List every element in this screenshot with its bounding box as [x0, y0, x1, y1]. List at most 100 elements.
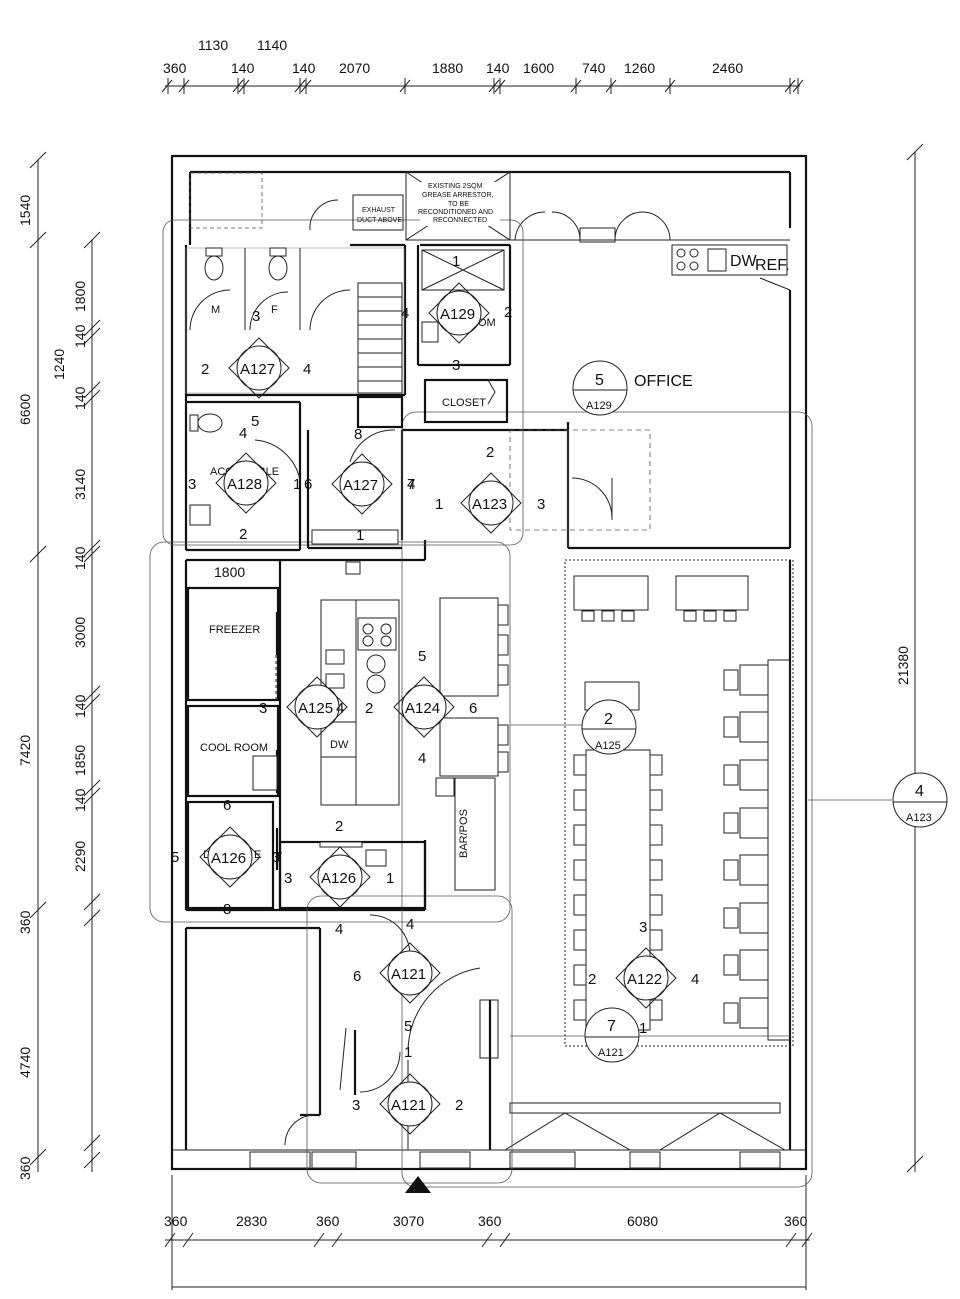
kitchenette: [671, 244, 791, 291]
section-number: 5: [595, 372, 604, 389]
elevation-marker: A126: [309, 846, 371, 908]
elevation-marker: A127: [331, 453, 393, 515]
elevation-ref: A121: [391, 966, 426, 983]
view-number: 3: [639, 919, 647, 936]
dim-left-360b: 360: [17, 1156, 33, 1180]
view-number: 3: [252, 308, 260, 325]
dim-top-2070: 2070: [339, 60, 370, 76]
dim-left-4740: 4740: [17, 1047, 33, 1078]
grease-label-5: RECONNECTED: [433, 217, 487, 224]
elevation-markers: A127 A128 A127 A129 A123 A125 A124 A126: [199, 282, 677, 1135]
view-number: 5: [251, 413, 259, 430]
dim-left-360a: 360: [17, 910, 33, 934]
dim-left-1800: 1800: [72, 281, 88, 312]
dim-left-140d: 140: [72, 694, 88, 718]
dim-left-1240: 1240: [51, 349, 67, 380]
dim-left-140b: 140: [72, 386, 88, 410]
dim-left-140a: 140: [72, 324, 88, 348]
section-ref: A129: [586, 400, 612, 412]
view-number: 1: [639, 1020, 647, 1037]
elevation-ref: A122: [627, 971, 662, 988]
view-number: 8: [354, 426, 362, 443]
section-ref: A123: [906, 812, 932, 824]
section-number: 7: [607, 1018, 616, 1035]
view-number: 5: [418, 648, 426, 665]
dim-bottom-360c: 360: [478, 1213, 502, 1229]
dim-1800-label: 1800: [214, 564, 245, 580]
section-ref: A121: [598, 1047, 624, 1059]
dry-store-label-a: D: [203, 849, 211, 861]
dim-right-21380: 21380: [895, 646, 911, 685]
back-doors: [309, 199, 790, 243]
section-marker: 4 A123: [892, 772, 948, 828]
elevation-marker: A122: [615, 947, 677, 1009]
view-number: 1: [435, 496, 443, 513]
view-number: 2: [486, 444, 494, 461]
view-number: 6: [353, 968, 361, 985]
freezer-label: FREEZER: [209, 624, 260, 636]
elevation-ref: A126: [321, 870, 356, 887]
view-number: 3: [188, 476, 196, 493]
dim-left-3140: 3140: [72, 469, 88, 500]
view-number: 4: [407, 476, 415, 493]
elevation-ref: A125: [298, 700, 333, 717]
dim-top-1600: 1600: [523, 60, 554, 76]
elevation-marker: A127: [228, 337, 290, 399]
section-markers: 5 A129 2 A125 7 A121 4 A123: [572, 360, 948, 1063]
view-number: 5: [171, 849, 179, 866]
wc-female-label: F: [271, 304, 278, 316]
view-number: 4: [335, 921, 343, 938]
view-number: 4: [406, 916, 414, 933]
elevation-marker: A129: [428, 282, 490, 344]
view-number: 4: [336, 700, 344, 717]
view-number: 7: [407, 476, 415, 493]
view-number: 2: [455, 1097, 463, 1114]
dim-bottom-6080: 6080: [627, 1213, 658, 1229]
view-numbers: 1 2 3 4 4 2 4 3 2 5 4 3 1 6 8 1 7 2 1 3 …: [171, 253, 699, 1114]
view-number: 3: [272, 849, 280, 866]
elevation-ref: A129: [440, 306, 475, 323]
elevation-ref: A126: [211, 850, 246, 867]
wc-male-label: M: [211, 304, 220, 316]
elevation-ref: A127: [240, 361, 275, 378]
elevation-ref: A127: [343, 477, 378, 494]
dim-bottom-360a: 360: [164, 1213, 188, 1229]
view-number: 2: [201, 361, 209, 378]
view-number: 4: [691, 971, 699, 988]
dim-left-140c: 140: [72, 546, 88, 570]
elevation-marker: A124: [393, 676, 455, 738]
view-number: 6: [469, 700, 477, 717]
view-number: 1: [404, 1044, 412, 1061]
elevation-ref: A128: [227, 476, 262, 493]
view-number: 2: [504, 304, 512, 321]
section-ref: A125: [595, 740, 621, 752]
grease-label-3: TO BE: [448, 201, 469, 208]
office-door: [571, 477, 613, 519]
view-number: 2: [335, 818, 343, 835]
section-number: 2: [604, 711, 613, 728]
dim-top-1130: 1130: [198, 37, 228, 53]
elevation-ref: A123: [472, 496, 507, 513]
shopfront-windows: [249, 1102, 786, 1169]
dim-top-140c: 140: [486, 60, 510, 76]
view-number: 1: [356, 527, 364, 544]
dishwasher-label: DW: [330, 739, 349, 751]
elevation-marker: A125: [286, 676, 348, 738]
closet: [423, 378, 509, 424]
elevation-ref: A121: [391, 1097, 426, 1114]
section-number: 4: [915, 783, 924, 800]
view-number: 1: [452, 253, 460, 270]
office-label: OFFICE: [634, 373, 693, 390]
dim-top-140a: 140: [231, 60, 255, 76]
elevation-marker: A121: [379, 1073, 441, 1135]
exhaust-duct: EXHAUST DUCT ABOVE: [352, 194, 404, 231]
dimension-top: 1130 1140 360 140 140 2070 1880 140 1600…: [161, 37, 804, 94]
elevation-ref: A124: [405, 700, 440, 717]
view-number: 6: [223, 797, 231, 814]
exhaust-label-2: DUCT ABOVE: [357, 217, 402, 224]
bar-pos-label: BAR/POS: [458, 809, 470, 858]
dim-left-2290: 2290: [72, 841, 88, 872]
dim-bottom-3070: 3070: [393, 1213, 424, 1229]
view-number: 6: [304, 476, 312, 493]
